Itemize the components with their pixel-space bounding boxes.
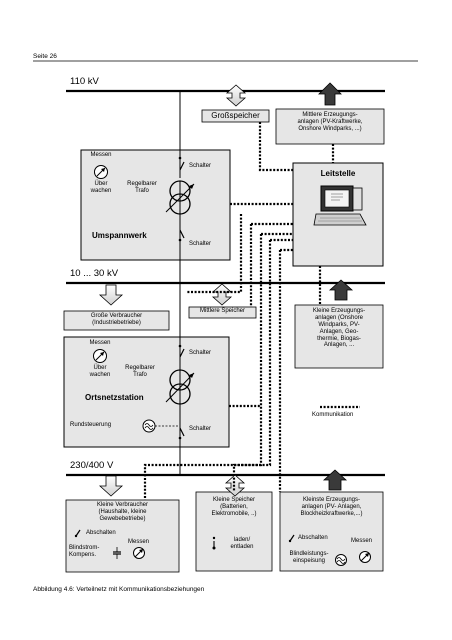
switch-label: Schalter xyxy=(189,163,212,169)
meter-icon xyxy=(93,349,107,363)
power-flow-arrow-icon xyxy=(322,469,348,491)
umspannwerk-box xyxy=(80,149,231,261)
power-flow-arrow-icon xyxy=(318,82,342,106)
legend-communication-label: Kommunikation xyxy=(312,412,354,418)
disconnect-label: Abschalten xyxy=(298,535,328,541)
transformer-label: Regelbarer Trafo xyxy=(125,365,155,378)
power-flow-arrow-icon xyxy=(211,283,233,306)
meter-icon xyxy=(133,547,145,559)
grossspeicher-label: Großspeicher xyxy=(211,111,260,120)
mittlere-speicher-label: Mittlere Speicher xyxy=(199,308,246,314)
switch-label: Schalter xyxy=(189,241,212,247)
meter-icon xyxy=(359,551,371,563)
mittlere-erzeuger-box xyxy=(275,108,385,145)
computer-terminal-icon xyxy=(313,185,367,226)
mittlere-erzeuger-label: Mittlere Erzeugungs- anlagen (PV-Kraftwe… xyxy=(297,112,363,132)
grossspeicher-box xyxy=(201,109,270,123)
ac-source-icon xyxy=(142,419,156,433)
power-flow-arrow-icon xyxy=(98,475,124,497)
adjustable-transformer-icon xyxy=(165,369,195,405)
switch-icon xyxy=(288,534,295,543)
kleinste-erzeuger-label: Kleinste Erzeugungs- anlagen (PV- Anlage… xyxy=(300,497,363,517)
switch-icon xyxy=(178,156,185,171)
ortsnetzstation-title: Ortsnetzstation xyxy=(85,393,144,402)
switch-icon xyxy=(178,427,185,440)
switch-label: Schalter xyxy=(189,426,212,432)
switch-icon xyxy=(178,344,185,358)
measure-label: Messen xyxy=(128,539,150,545)
kleine-erzeuger-box xyxy=(294,304,384,369)
ac-source-icon xyxy=(335,554,347,566)
leitstelle-title: Leitstelle xyxy=(320,169,356,178)
power-flow-arrow-icon xyxy=(328,279,354,301)
voltage-label-lv: 230/400 V xyxy=(70,460,114,471)
reactive-power-label: Blindleistungs- einspeisung xyxy=(289,551,329,564)
grosse-verbraucher-label: Große Verbraucher (Industriebetriebe) xyxy=(90,313,143,326)
capacitor-icon xyxy=(113,547,121,559)
page-number: Seite 26 xyxy=(33,53,57,60)
kleine-speicher-label: Kleine Speicher (Batterien, Elektromobil… xyxy=(211,497,257,517)
monitor-label: Über wachen xyxy=(90,181,112,194)
figure-caption: Abbildung 4.6: Verteilnetz mit Kommunika… xyxy=(33,586,205,593)
measure-label: Messen xyxy=(89,340,111,346)
transformer-label: Regelbarer Trafo xyxy=(127,181,157,194)
switch-icon xyxy=(212,536,216,550)
measure-label: Messen xyxy=(351,538,373,544)
monitor-label: Über wachen xyxy=(89,365,111,378)
meter-icon xyxy=(94,165,108,179)
adjustable-transformer-icon xyxy=(165,178,195,215)
mittlere-speicher-box xyxy=(188,306,257,319)
reactive-compensation-label: Blindstrom- Kompens. xyxy=(69,545,100,558)
communication-links xyxy=(143,122,360,500)
measure-label: Messen xyxy=(90,152,112,158)
switch-label: Schalter xyxy=(189,350,212,356)
kleine-verbraucher-label: Kleine Verbraucher (Haushalte, kleine Ge… xyxy=(96,502,149,522)
rundsteuerung-label: Rundsteuerung xyxy=(70,422,112,428)
power-flow-arrow-icon xyxy=(225,84,247,107)
switch-icon xyxy=(178,229,185,242)
umspannwerk-title: Umspannwerk xyxy=(92,231,147,240)
charge-discharge-label: laden/ entladen xyxy=(230,537,254,550)
disconnect-label: Abschalten xyxy=(86,530,116,536)
kleine-erzeuger-label: Kleine Erzeugungs- anlagen (Onshore Wind… xyxy=(312,308,366,349)
kleine-speicher-box xyxy=(195,491,273,572)
power-flow-arrow-icon xyxy=(98,284,124,306)
switch-icon xyxy=(74,529,81,538)
voltage-label-mv: 10 ... 30 kV xyxy=(70,268,119,279)
voltage-label-hv: 110 kV xyxy=(70,76,99,87)
grosse-verbraucher-box xyxy=(63,310,170,331)
kleine-verbraucher-box xyxy=(65,499,180,573)
